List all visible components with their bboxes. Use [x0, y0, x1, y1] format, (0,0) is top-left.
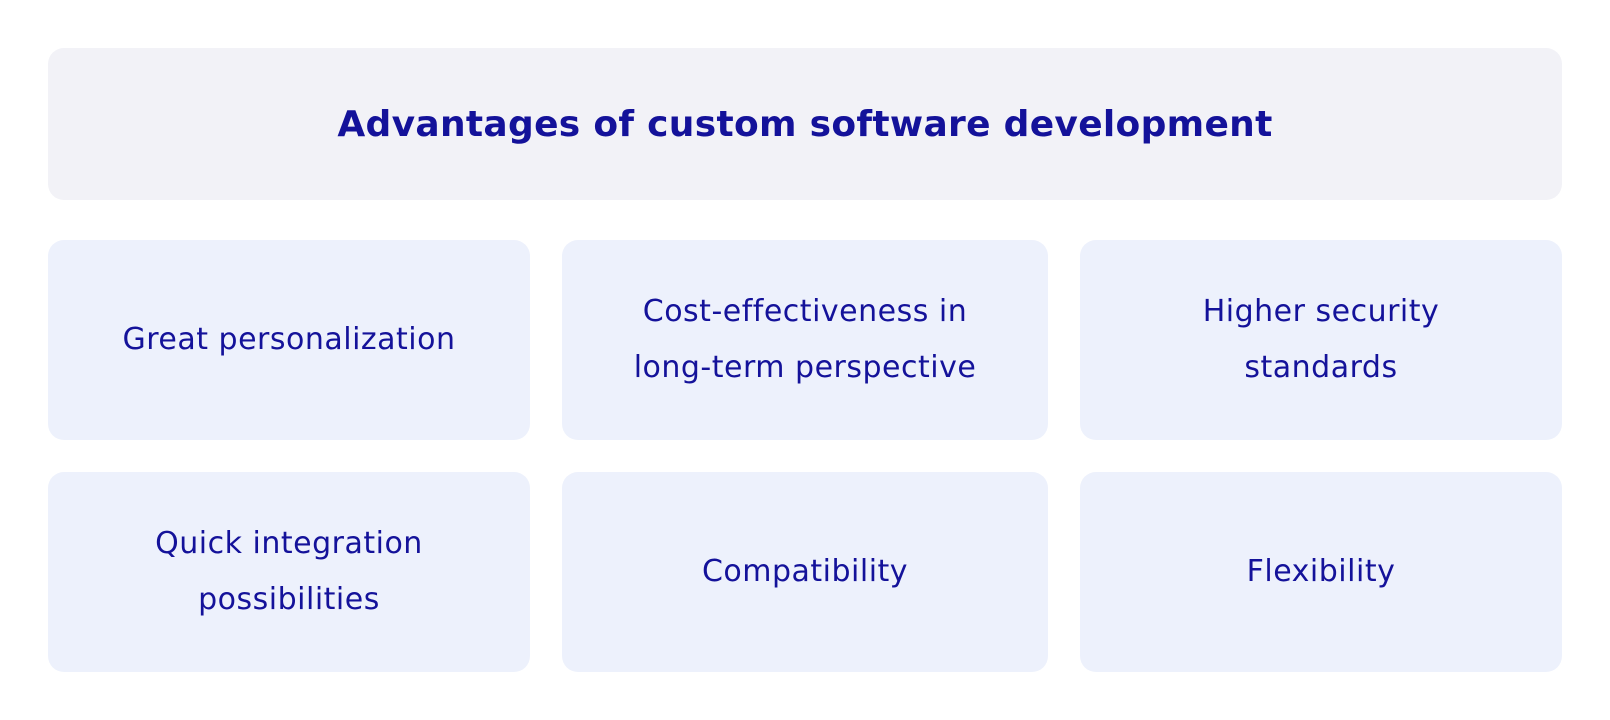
advantage-card-security: Higher security standards [1080, 240, 1562, 440]
page-title: Advantages of custom software developmen… [337, 103, 1273, 145]
advantage-card-flexibility: Flexibility [1080, 472, 1562, 672]
advantage-label: Cost-effectiveness in long-term perspect… [633, 294, 977, 385]
advantage-label: Flexibility [1246, 554, 1396, 589]
advantage-label: Quick integration possibilities [155, 526, 423, 617]
advantage-card-integration: Quick integration possibilities [48, 472, 530, 672]
advantage-label: Great personalization [122, 322, 456, 357]
advantage-card-personalization: Great personalization [48, 240, 530, 440]
title-banner: Advantages of custom software developmen… [48, 48, 1562, 200]
advantage-card-compatibility: Compatibility [562, 472, 1048, 672]
advantage-label: Compatibility [701, 554, 909, 589]
advantage-card-cost-effectiveness: Cost-effectiveness in long-term perspect… [562, 240, 1048, 440]
advantage-label: Higher security standards [1202, 294, 1440, 385]
